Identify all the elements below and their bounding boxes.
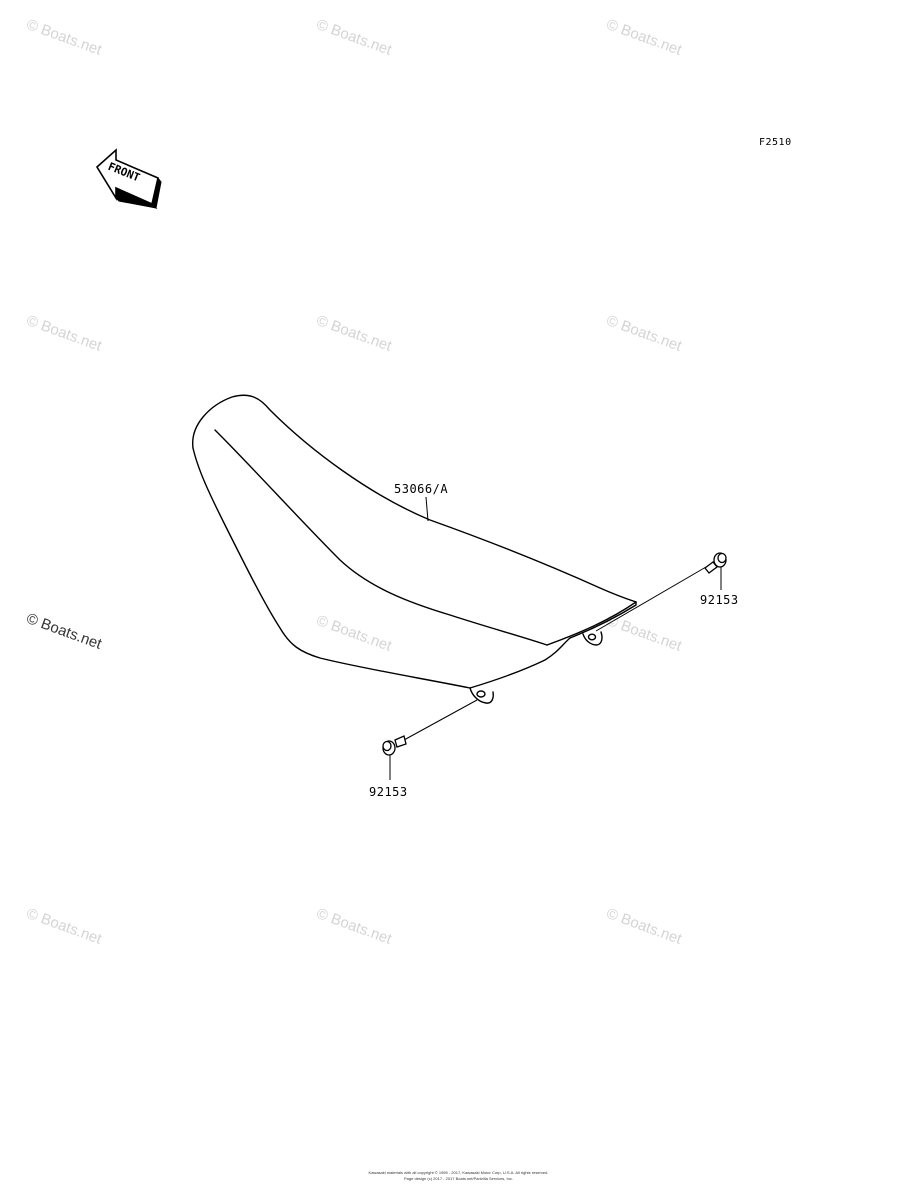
figure-code: F2510 xyxy=(759,137,792,148)
footer-copyright-line2: Page design (c) 2017 - 2017 Boats.net/Pa… xyxy=(404,1176,513,1181)
seat-outline xyxy=(192,394,637,704)
part-label-seat[interactable]: 53066/A xyxy=(394,482,449,496)
part-label-bolt-left[interactable]: 92153 xyxy=(369,785,408,799)
footer-copyright-line1: Kawasaki materials with all copyright © … xyxy=(368,1170,549,1175)
front-arrow-icon: FRONT xyxy=(95,148,162,210)
seat-leader-line xyxy=(425,496,429,522)
bolt-right-icon xyxy=(595,552,727,632)
bolt-left-icon xyxy=(382,699,478,780)
part-label-bolt-right[interactable]: 92153 xyxy=(700,593,739,607)
